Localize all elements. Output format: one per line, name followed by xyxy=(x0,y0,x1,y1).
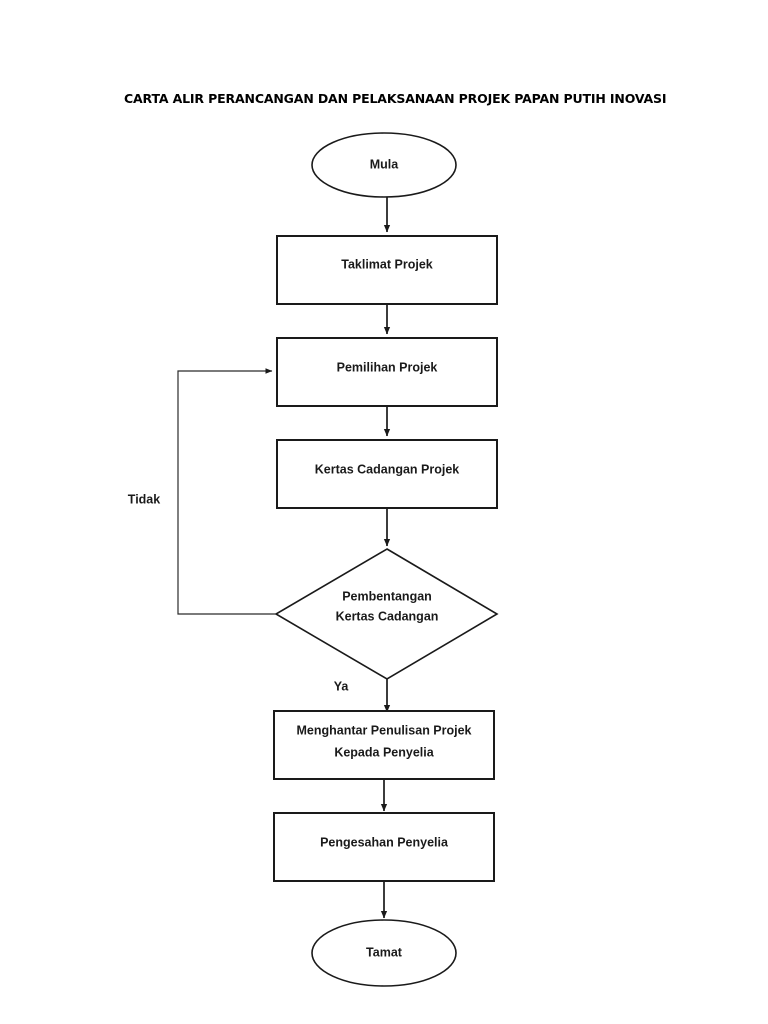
edge-label-tidak: Tidak xyxy=(128,492,160,506)
node-mula-label: Mula xyxy=(370,157,400,171)
node-pembentangan-label-line1: Pembentangan xyxy=(342,589,432,603)
edge-label-ya: Ya xyxy=(334,679,350,693)
node-taklimat-label: Taklimat Projek xyxy=(341,257,433,271)
node-mula[interactable]: Mula xyxy=(311,132,457,198)
pengesahan-rect-shape xyxy=(273,812,495,882)
node-tamat[interactable]: Tamat xyxy=(311,919,457,987)
node-tamat-label: Tamat xyxy=(366,945,403,959)
node-kertas-cadangan[interactable]: Kertas Cadangan Projek xyxy=(276,439,498,509)
node-pengesahan[interactable]: Pengesahan Penyelia xyxy=(273,812,495,882)
node-pengesahan-label: Pengesahan Penyelia xyxy=(320,835,449,849)
pemilihan-rect-shape xyxy=(276,337,498,407)
taklimat-rect-shape xyxy=(276,235,498,305)
mula-ellipse-shape xyxy=(311,132,457,198)
tamat-ellipse-shape xyxy=(311,919,457,987)
node-menghantar-label-line2: Kepada Penyelia xyxy=(334,745,434,759)
node-pemilihan-label: Pemilihan Projek xyxy=(337,360,438,374)
page-title: CARTA ALIR PERANCANGAN DAN PELAKSANAAN P… xyxy=(124,91,667,106)
kertas-rect-shape xyxy=(276,439,498,509)
node-taklimat[interactable]: Taklimat Projek xyxy=(276,235,498,305)
node-kertas-label: Kertas Cadangan Projek xyxy=(315,462,460,476)
node-pemilihan[interactable]: Pemilihan Projek xyxy=(276,337,498,407)
node-menghantar-label-line1: Menghantar Penulisan Projek xyxy=(296,723,471,737)
connector-pembentangan-tidak-loop xyxy=(177,368,276,615)
node-pembentangan-label-line2: Kertas Cadangan xyxy=(336,609,439,623)
node-pembentangan-decision[interactable]: Pembentangan Kertas Cadangan xyxy=(274,548,499,680)
node-menghantar[interactable]: Menghantar Penulisan Projek Kepada Penye… xyxy=(273,710,495,780)
